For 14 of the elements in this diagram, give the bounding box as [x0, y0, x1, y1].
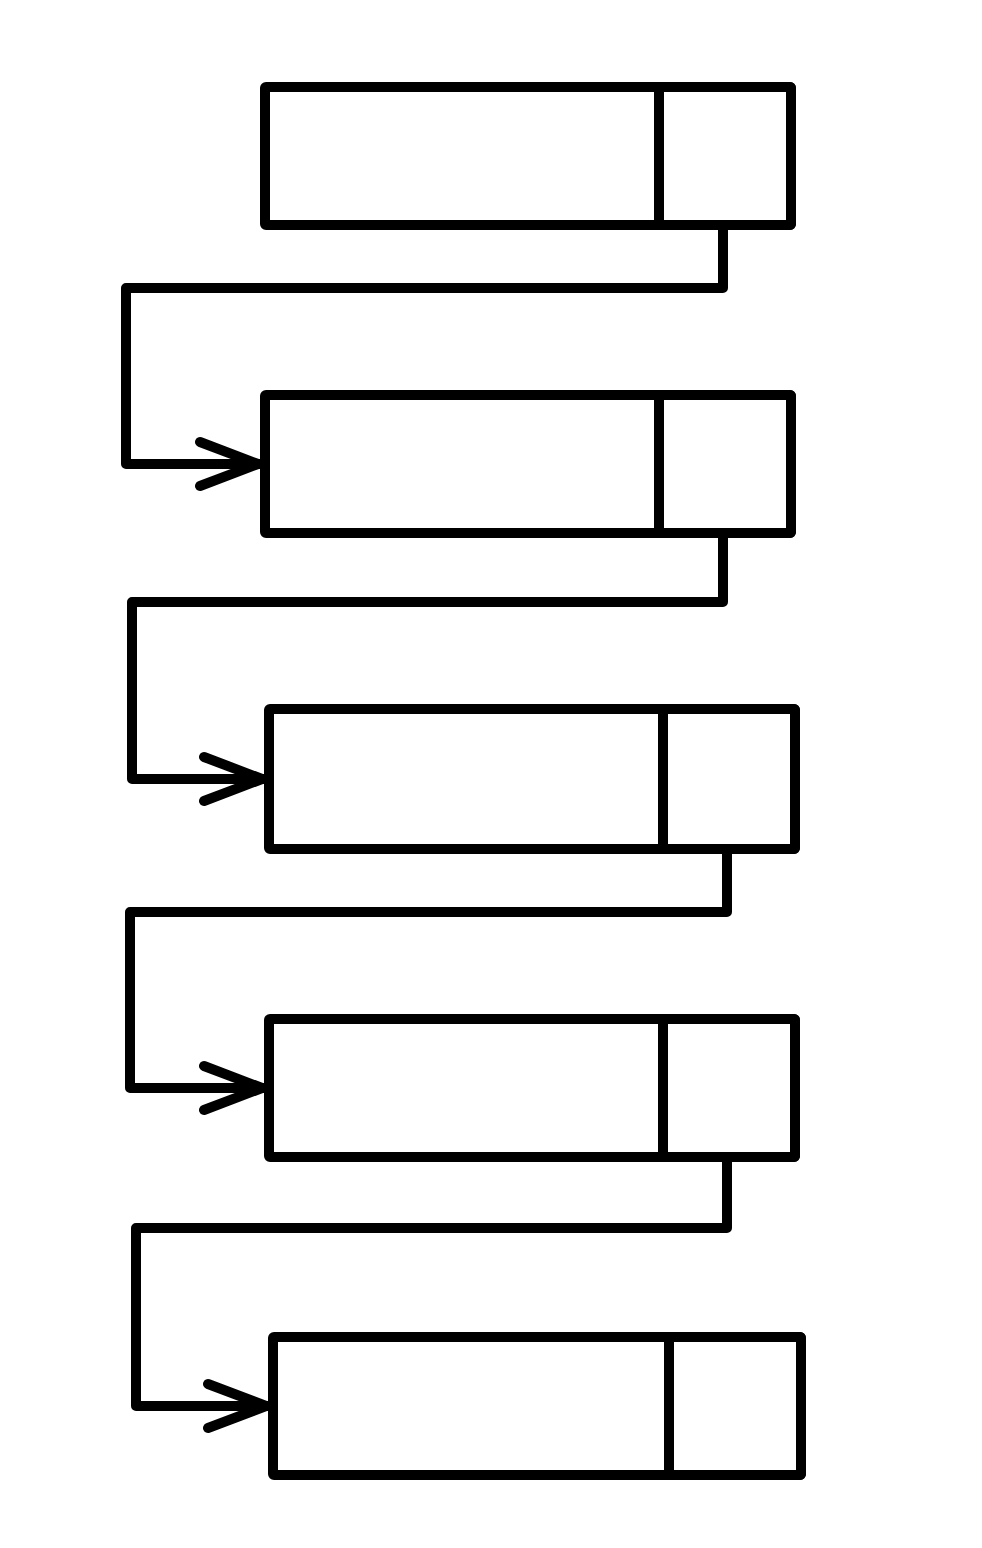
- arrow: [121, 228, 728, 491]
- list-node-box: [260, 390, 796, 538]
- arrow: [127, 536, 728, 806]
- pointer-cell: [664, 1332, 806, 1480]
- pointer-cell: [658, 1014, 800, 1162]
- list-node-box: [264, 704, 800, 854]
- list-node-box: [264, 1014, 800, 1162]
- pointer-cell: [654, 82, 796, 230]
- arrow: [125, 852, 732, 1115]
- pointer-cell: [654, 390, 796, 538]
- pointer-cell: [658, 704, 800, 854]
- list-node-box: [268, 1332, 806, 1480]
- arrow: [131, 1160, 732, 1433]
- list-node-box: [260, 82, 796, 230]
